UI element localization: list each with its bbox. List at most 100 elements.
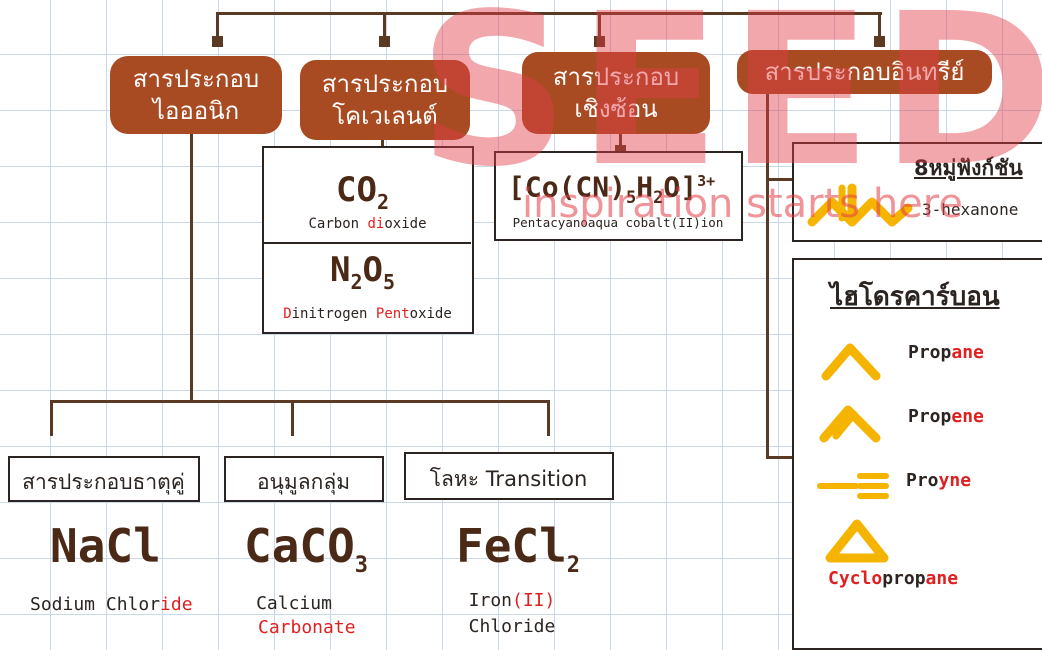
complex-formula-mid: H xyxy=(636,170,654,204)
connector-dot xyxy=(594,36,605,47)
propane-skeletal-icon xyxy=(821,343,881,381)
drop-line-organic xyxy=(878,12,881,42)
complex-example-box: [Co(CN)5H2O]3+ Pentacyanoaqua cobalt(II)… xyxy=(494,151,743,241)
ionic-trunk-line xyxy=(190,130,193,402)
co2-name: Carbon dioxide xyxy=(264,216,471,232)
organic-branch-line xyxy=(766,178,794,181)
co2-name-highlight: di xyxy=(367,216,385,232)
watermark-logo: SEED xyxy=(418,0,1042,213)
cyclopropane-label: Cyclopropane xyxy=(828,568,958,589)
nacl-name: Sodium Chloride xyxy=(30,594,193,615)
propene-label: Propene xyxy=(908,406,984,427)
fecl2-name: Iron(II) Chloride xyxy=(452,588,572,640)
caco3-name: Calcium Carbonate xyxy=(246,592,356,640)
n2o5-sub-n: 2 xyxy=(350,269,363,294)
co2-formula: CO2 xyxy=(336,170,389,222)
functional-group-box: 8หมู่ฟังก์ชัน 3-hexanone xyxy=(792,142,1042,242)
category-complex-line2: เชิงซ้อน xyxy=(574,95,658,123)
fecl2-name-line2: Chloride xyxy=(468,616,556,637)
category-complex: สารประกอบ เชิงซ้อน xyxy=(522,52,710,134)
n2o5-name-hl1: D xyxy=(283,306,292,322)
propane-label: Propane xyxy=(908,342,984,363)
propane-label-suffix: ane xyxy=(951,342,984,363)
watermark-tagline: inspiration starts here xyxy=(522,181,963,227)
fecl2-subscript: 2 xyxy=(566,553,581,579)
cyclopropane-label-suffix: ane xyxy=(925,568,959,589)
caco3-name-line2: Carbonate xyxy=(258,617,356,638)
connector-dot xyxy=(874,36,885,47)
co2-name-post: oxide xyxy=(384,216,427,232)
fecl2-name-oxidation: (II) xyxy=(512,590,556,611)
complex-charge: 3+ xyxy=(697,172,716,190)
category-ionic-line1: สารประกอบ xyxy=(132,65,260,93)
n2o5-cell: N2O5 Dinitrogen Pentoxide xyxy=(264,244,471,332)
category-covalent: สารประกอบ โคเวเลนต์ xyxy=(300,60,470,140)
n2o5-sub-o: 5 xyxy=(383,269,396,294)
propane-label-pre: Prop xyxy=(908,342,952,363)
branch-drop-line xyxy=(50,400,53,436)
n2o5-name-mid: initrogen xyxy=(291,306,376,322)
caco3-base: CaCO xyxy=(244,519,355,573)
n2o5-name-hl2: Pent xyxy=(375,306,410,322)
hydrocarbon-title: ไฮโดรคาร์บอน xyxy=(830,282,1000,312)
complex-formula-end: O] xyxy=(663,170,698,204)
ionic-subtype-transition: โลหะ Transition xyxy=(404,452,614,500)
branch-drop-line xyxy=(291,400,294,436)
n2o5-name: Dinitrogen Pentoxide xyxy=(264,306,471,322)
propene-label-pre: Prop xyxy=(908,406,952,427)
ionic-subtype-binary: สารประกอบธาตุคู่ xyxy=(8,456,200,502)
ionic-branch-line xyxy=(50,400,550,403)
propyne-label-suffix: yne xyxy=(938,470,972,491)
organic-branch-line xyxy=(766,456,794,459)
drop-line-complex xyxy=(598,12,601,42)
category-ionic-line2: ไอออนิก xyxy=(152,97,240,125)
branch-drop-line xyxy=(547,400,550,436)
covalent-stem-line xyxy=(381,138,384,152)
propene-label-suffix: ene xyxy=(951,406,984,427)
hydrocarbon-box: ไฮโดรคาร์บอน Propane Propene Proyne Cycl… xyxy=(792,258,1042,650)
functional-group-title: 8หมู่ฟังก์ชัน xyxy=(914,156,1023,180)
connector-dot xyxy=(212,36,223,47)
drop-line-covalent xyxy=(383,12,386,42)
category-organic: สารประกอบอินทรีย์ xyxy=(737,50,992,94)
fecl2-name-line1: Iron(II) xyxy=(452,588,572,614)
ionic-subtype-polyatomic: อนุมูลกลุ่ม xyxy=(224,456,384,502)
n2o5-formula: N2O5 xyxy=(330,250,395,302)
complex-name: Pentacyanoaqua cobalt(II)ion xyxy=(512,215,724,230)
n2o5-o: O xyxy=(362,250,384,290)
category-organic-line1: สารประกอบอินทรีย์ xyxy=(764,58,965,86)
propene-skeletal-icon xyxy=(819,405,881,443)
top-bus-line xyxy=(216,12,882,15)
connector-dot xyxy=(615,145,626,156)
category-covalent-line2: โคเวเลนต์ xyxy=(332,102,438,130)
n2o5-name-post: oxide xyxy=(409,306,452,322)
covalent-examples-box: CO2 Carbon dioxide N2O5 Dinitrogen Pento… xyxy=(262,146,474,334)
co2-subscript: 2 xyxy=(376,189,389,214)
co2-base: CO xyxy=(336,170,377,210)
drop-line-ionic xyxy=(216,12,219,42)
ionic-subtype-transition-label: โลหะ Transition xyxy=(429,467,588,491)
co2-cell: CO2 Carbon dioxide xyxy=(264,148,471,244)
propyne-label: Proyne xyxy=(906,470,971,491)
functional-group-example: 3-hexanone xyxy=(922,200,1019,219)
propyne-skeletal-icon xyxy=(817,473,889,499)
caco3-subscript: 3 xyxy=(354,553,369,579)
complex-sub1: 5 xyxy=(626,187,637,208)
cyclopropane-label-mid: prop xyxy=(882,568,926,589)
co2-name-pre: Carbon xyxy=(308,216,368,232)
nacl-name-suffix: ide xyxy=(160,594,193,615)
category-complex-line1: สารประกอบ xyxy=(552,63,680,91)
caco3-name-line1: Calcium xyxy=(256,593,332,614)
connector-dot xyxy=(379,36,390,47)
cyclopropane-label-prefix: Cyclo xyxy=(828,568,883,589)
nacl-formula: NaCl xyxy=(50,519,161,573)
caco3-formula: CaCO3 xyxy=(244,520,368,592)
fecl2-name-pre: Iron xyxy=(468,590,512,611)
hexanone-skeletal-icon xyxy=(807,183,913,227)
propyne-label-pre: Pro xyxy=(906,470,939,491)
complex-formula-main: [Co(CN) xyxy=(508,170,627,204)
cyclopropane-skeletal-icon xyxy=(825,519,889,563)
complex-stem-line xyxy=(619,134,622,150)
ionic-subtype-polyatomic-label: อนุมูลกลุ่ม xyxy=(256,470,351,494)
n2o5-n: N xyxy=(330,250,351,290)
